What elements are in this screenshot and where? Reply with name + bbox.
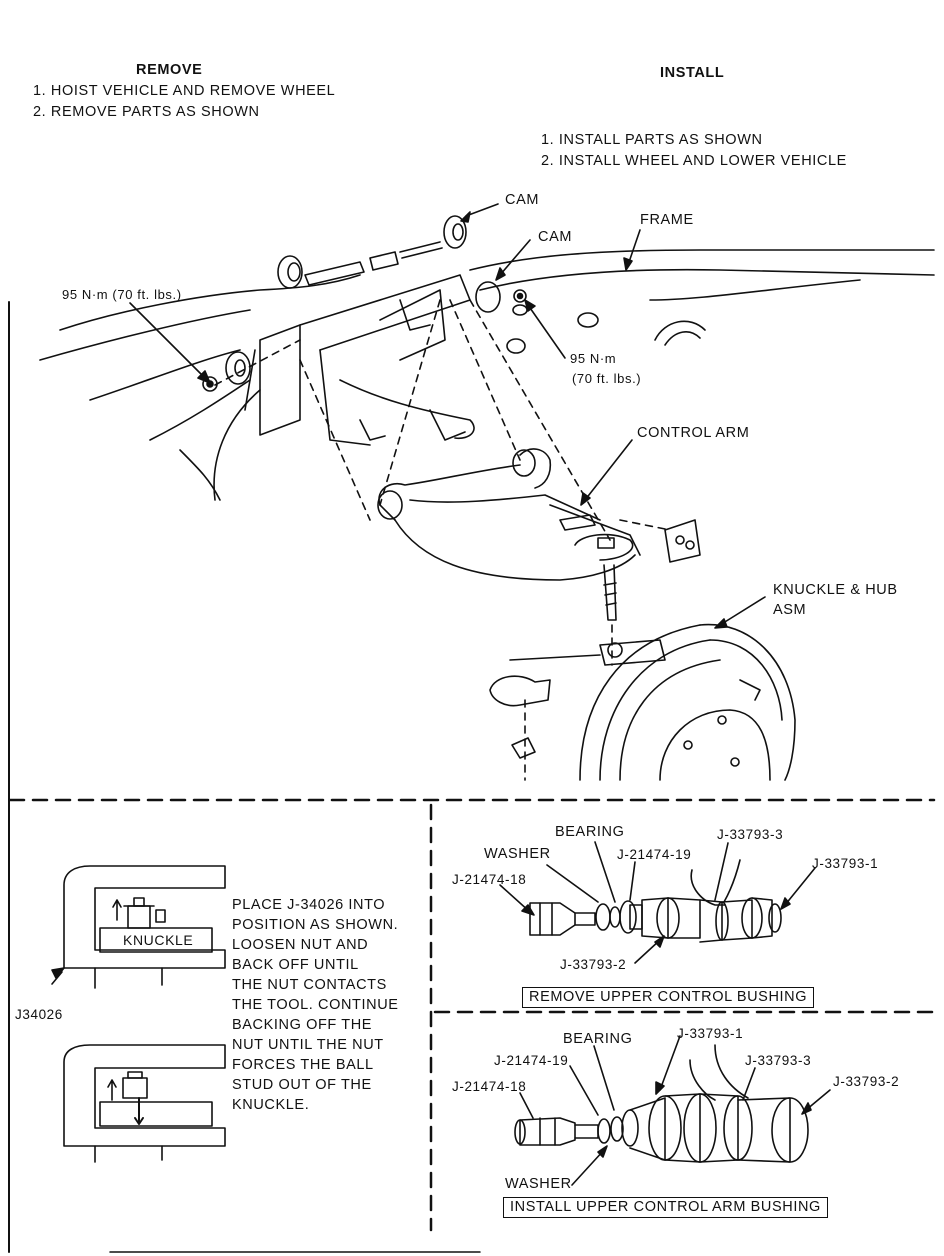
instruction-line: STUD OUT OF THE [232, 1077, 372, 1093]
rb-label-washer: WASHER [484, 846, 551, 862]
frame-body [39, 249, 935, 501]
instruction-line: LOOSEN NUT AND [232, 937, 369, 953]
ib-label-j33793-2: J-33793-2 [833, 1074, 900, 1089]
label-cam-top: CAM [505, 192, 540, 208]
tool-instructions: PLACE J-34026 INTO POSITION AS SHOWN. LO… [232, 895, 422, 1115]
instruction-line: KNUCKLE. [232, 1097, 310, 1113]
ib-label-j33793-1: J-33793-1 [677, 1026, 744, 1041]
rb-label-j33793-2: J-33793-2 [560, 957, 627, 972]
instruction-line: BACK OFF UNTIL [232, 957, 359, 973]
knuckle-hub [489, 623, 796, 781]
bolt-and-cams [202, 215, 527, 392]
ib-caption: INSTALL UPPER CONTROL ARM BUSHING [503, 1197, 828, 1218]
install-bushing-tools [514, 1044, 809, 1163]
instruction-line: PLACE J-34026 INTO [232, 897, 386, 913]
rb-label-j33793-1: J-33793-1 [812, 856, 879, 871]
rb-caption: REMOVE UPPER CONTROL BUSHING [522, 987, 815, 1008]
rb-label-j21474-19: J-21474-19 [617, 847, 692, 862]
install-step-1: 1. INSTALL PARTS AS SHOWN [541, 132, 763, 148]
rb-label-j21474-18: J-21474-18 [452, 872, 527, 887]
ib-label-j21474-18: J-21474-18 [452, 1079, 527, 1094]
ib-label-washer: WASHER [505, 1176, 572, 1192]
remove-title: REMOVE [136, 62, 203, 78]
instruction-line: NUT UNTIL THE NUT [232, 1037, 384, 1053]
label-cam-mid: CAM [538, 229, 573, 245]
assembly-dashes [214, 299, 671, 781]
tool-lower [63, 1044, 226, 1163]
instruction-line: THE TOOL. CONTINUE [232, 997, 399, 1013]
ib-label-bearing: BEARING [563, 1031, 633, 1047]
rb-label-j33793-3: J-33793-3 [717, 827, 784, 842]
remove-step-2: 2. REMOVE PARTS AS SHOWN [33, 104, 260, 120]
label-torque-left: 95 N·m (70 ft. lbs.) [62, 287, 182, 302]
label-knuckle-hub-2: ASM [773, 602, 807, 618]
bracket-assembly [244, 274, 475, 446]
remove-bushing-leaders [499, 841, 816, 964]
label-knuckle-hub-1: KNUCKLE & HUB [773, 582, 898, 598]
ib-label-j21474-19: J-21474-19 [494, 1053, 569, 1068]
label-tool-j34026: J34026 [15, 1007, 63, 1022]
remove-bushing-tools [529, 859, 782, 943]
ib-label-j33793-3: J-33793-3 [745, 1053, 812, 1068]
install-bushing-leaders [519, 1035, 831, 1186]
tool-upper [51, 865, 226, 989]
instruction-line: BACKING OFF THE [232, 1017, 373, 1033]
label-control-arm: CONTROL ARM [637, 425, 750, 441]
instruction-line: POSITION AS SHOWN. [232, 917, 399, 933]
control-arm [377, 448, 701, 621]
instruction-line: FORCES THE BALL [232, 1057, 374, 1073]
instruction-line: THE NUT CONTACTS [232, 977, 387, 993]
install-title: INSTALL [660, 65, 725, 81]
label-frame: FRAME [640, 212, 694, 228]
label-torque-right-2: (70 ft. lbs.) [572, 371, 642, 386]
label-knuckle: KNUCKLE [123, 932, 194, 948]
rb-label-bearing: BEARING [555, 824, 625, 840]
main-leaders [129, 203, 766, 629]
install-step-2: 2. INSTALL WHEEL AND LOWER VEHICLE [541, 153, 847, 169]
remove-step-1: 1. HOIST VEHICLE AND REMOVE WHEEL [33, 83, 336, 99]
label-torque-right-1: 95 N·m [570, 351, 617, 366]
